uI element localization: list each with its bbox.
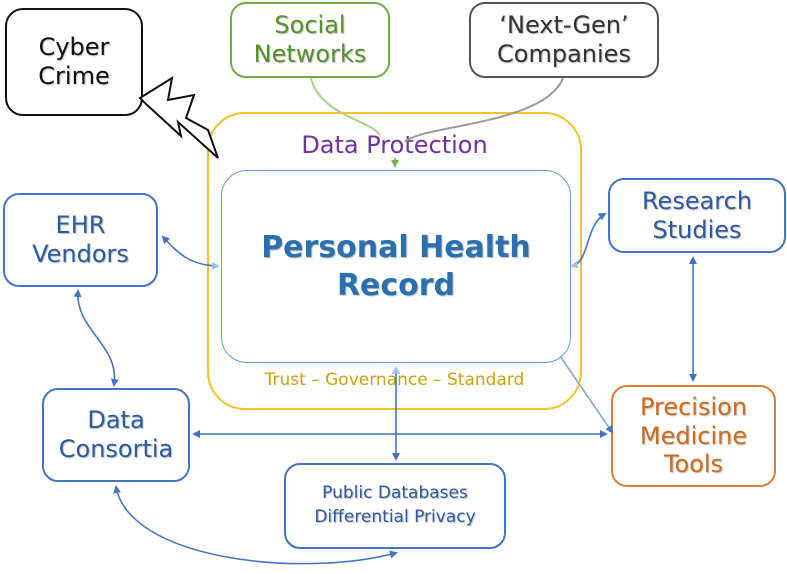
phr-label-line1: Personal Health [261, 230, 531, 265]
social-networks-line1: Social [274, 11, 346, 40]
research-studies-box: Research Studies [608, 178, 786, 253]
next-gen-line1: ‘Next-Gen’ [499, 11, 629, 40]
data-consortia-line2: Consortia [58, 435, 174, 463]
cyber-crime-line1: Cyber [38, 33, 110, 62]
precision-medicine-line1: Precision [639, 392, 748, 421]
next-gen-line2: Companies [497, 40, 631, 68]
phr-label-line2: Record [336, 267, 456, 303]
cyber-crime-line2: Crime [38, 62, 110, 90]
public-databases-line2: Differential Privacy [314, 507, 476, 527]
social-networks-line2: Networks [253, 40, 367, 68]
social-networks-box: Social Networks [230, 2, 390, 78]
public-databases-box: Public Databases Differential Privacy [284, 463, 506, 549]
research-studies-line2: Studies [652, 215, 742, 244]
ehr-consortia-connector [73, 289, 119, 387]
trust-governance-label: Trust – Governance – Standard [264, 370, 525, 390]
precision-medicine-line2: Medicine [639, 421, 748, 450]
precision-medicine-tools-box: Precision Medicine Tools [611, 385, 776, 487]
research-studies-line1: Research [641, 186, 753, 215]
data-protection-label: Data Protection [301, 131, 488, 159]
public-databases-line1: Public Databases [322, 483, 468, 504]
ehr-vendors-line2: Vendors [32, 240, 129, 268]
cyber-crime-callout: Cyber Crime [5, 8, 143, 116]
data-consortia-line1: Data [87, 406, 145, 435]
personal-health-record-box: Personal Health Record [221, 170, 571, 363]
ehr-vendors-box: EHR Vendors [3, 193, 158, 287]
ehr-vendors-line1: EHR [55, 211, 106, 240]
next-gen-companies-box: ‘Next-Gen’ Companies [469, 2, 659, 78]
data-consortia-box: Data Consortia [42, 388, 190, 482]
precision-medicine-line3: Tools [663, 450, 724, 479]
